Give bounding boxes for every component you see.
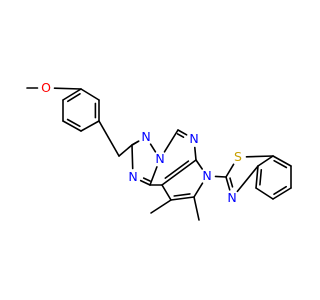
bond-n_tr3-c3a — [149, 166, 158, 186]
bond-a6-a1 — [62, 88, 82, 101]
bond-c7-c8-double — [173, 193, 191, 197]
bond-b3-b4-double — [273, 185, 288, 195]
bond-n_tr2-c2 — [131, 144, 134, 170]
bond-c6a-c8a-double — [164, 160, 190, 179]
bond-n_pm1-c6a — [194, 146, 197, 161]
bond-c8-me8 — [150, 199, 172, 214]
atom-label-o1: O — [41, 80, 51, 95]
bond-c3a-n_tr2-double — [142, 177, 151, 182]
bond-a2-a3 — [62, 120, 82, 132]
bond-c7-me7 — [193, 196, 200, 221]
bond-c_pm-n_pm1 — [177, 129, 188, 136]
bond-b5-b6-double — [273, 159, 288, 169]
bond-c3a-n_tr2 — [139, 179, 151, 186]
bond-b1-n_bt — [236, 165, 259, 193]
bond-c_pm-n_pm1-double — [176, 133, 185, 138]
bond-n_py-c_bt — [214, 175, 227, 178]
bond-a4-ch2 — [98, 120, 120, 157]
bond-c6a-c8a — [161, 159, 197, 186]
bond-c7-c8 — [170, 196, 195, 201]
atom-label-n_tr2: N — [128, 169, 137, 184]
bond-layer — [26, 87, 292, 221]
bond-b3-b4 — [272, 187, 292, 200]
bond-a3-a4 — [80, 120, 100, 132]
atom-label-n_tr1: N — [141, 129, 150, 144]
bond-c_bt-s_bt — [225, 163, 235, 178]
atom-label-n_tr3: N — [155, 151, 164, 166]
bond-b6-b1 — [257, 155, 274, 167]
bond-c8-c8a — [161, 184, 172, 201]
bond-a5-a6 — [80, 88, 100, 101]
bond-b1-b2-double — [259, 169, 263, 186]
bond-n_tr3-c_pm — [163, 129, 179, 153]
atom-label-n_pm1: N — [189, 131, 198, 146]
bond-b5-b6 — [272, 155, 292, 167]
bond-n_bt-c_bt-double — [229, 177, 234, 188]
bond-ch2-c2 — [118, 144, 133, 157]
bond-a6-a1-double — [67, 93, 81, 103]
bond-s_bt-b6 — [245, 155, 274, 158]
bond-c6a-n_py — [195, 159, 203, 170]
atom-label-n_py: N — [202, 168, 211, 183]
bond-b1-b2 — [255, 165, 259, 189]
bond-o1-a6 — [53, 87, 82, 90]
bond-a2-a3-double — [66, 118, 81, 128]
bond-n_py-c7 — [193, 182, 204, 198]
bond-n_bt-c_bt — [225, 176, 231, 191]
bond-c2-n_tr1 — [131, 140, 140, 146]
bond-n_tr1-n_tr3 — [149, 143, 157, 153]
bond-b2-b3 — [255, 187, 274, 200]
atom-label-s_bt: S — [234, 149, 242, 164]
atom-label-n_bt: N — [227, 190, 236, 205]
